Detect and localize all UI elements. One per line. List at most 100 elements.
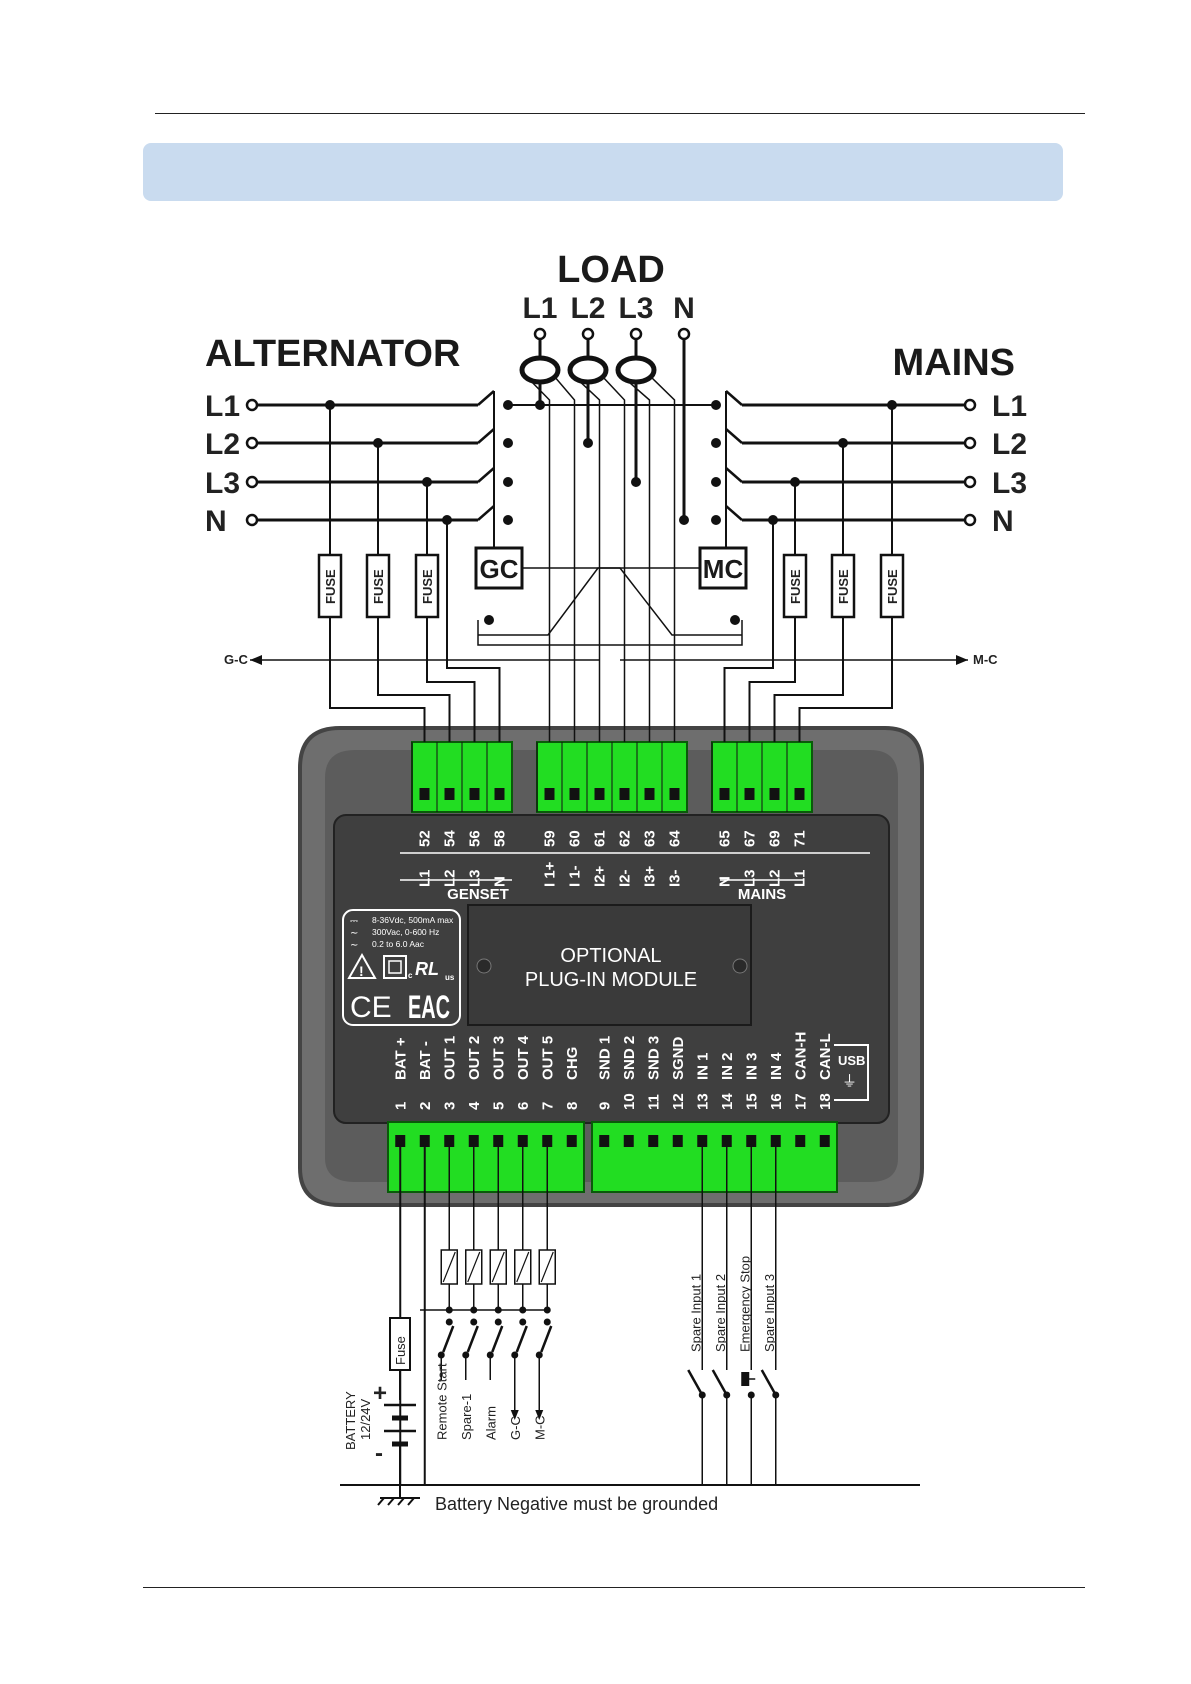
warning-triangle-icon <box>347 952 377 979</box>
alt-terminal-1 <box>245 398 259 412</box>
current-terminal-label-4: I2- <box>617 869 634 887</box>
bottom-terminal-number-17: 17 <box>792 1093 809 1110</box>
bottom-terminal-label-10: SND 2 <box>621 1036 638 1080</box>
input-label-1: Spare Input 1 <box>688 1274 703 1352</box>
mains-tap-node-2 <box>838 438 848 448</box>
bottom-terminal-number-1: 1 <box>392 1102 409 1110</box>
genset-terminal-number-1: 52 <box>417 830 434 847</box>
load-terminal-2 <box>581 327 595 341</box>
genset-terminal-number-4: 58 <box>492 830 509 847</box>
load-phase-label-4: N <box>673 292 695 325</box>
gc-aux-node <box>484 615 494 625</box>
mains-wire-N <box>723 520 774 742</box>
bottom-screw-2 <box>419 1135 430 1147</box>
bottom-terminal-label-11: SND 3 <box>645 1036 662 1080</box>
mc-arrow-icon <box>956 655 968 665</box>
bottom-terminal-label-14: IN 2 <box>719 1052 736 1080</box>
output-label-1: Remote Start <box>434 1363 449 1440</box>
genset-wire-L3 <box>426 617 476 742</box>
ct-secondary-wire-3 <box>573 375 601 742</box>
output-bus-node-1 <box>445 1306 453 1314</box>
mains-terminal-number-3: 69 <box>767 830 784 847</box>
mains-title: MAINS <box>893 342 1015 384</box>
double-insulation-icon <box>383 955 407 979</box>
gc-contact-4 <box>503 515 513 525</box>
alt-fuse-label-1: FUSE <box>323 569 338 604</box>
bottom-terminal-label-1: BAT + <box>392 1037 409 1080</box>
genset-terminal-block-screw-3 <box>469 788 480 800</box>
bottom-terminal-label-2: BAT - <box>417 1041 434 1080</box>
gc-coil-wire <box>522 567 742 636</box>
output-relay-diag-2 <box>467 1251 481 1283</box>
mc-contact-2 <box>711 438 721 448</box>
bottom-terminal-label-13: IN 1 <box>694 1052 711 1080</box>
mains-terminal-number-2: 67 <box>742 830 759 847</box>
rating-ac-voltage: 300Vac, 0-600 Hz <box>372 927 439 937</box>
output-switch-3 <box>491 1325 504 1353</box>
ce-mark: CE <box>350 991 392 1024</box>
gc-switch-blade-2 <box>477 428 495 444</box>
alt-line-label-2: L2 <box>205 428 240 461</box>
bottom-terminal-label-5: OUT 3 <box>490 1036 507 1080</box>
module-screw-right <box>732 958 748 974</box>
ac-current-symbol-icon: ∼ <box>350 940 358 951</box>
bottom-terminal-number-14: 14 <box>719 1093 736 1110</box>
current-terminal-label-3: I2+ <box>592 865 609 887</box>
ul-us-mark: us <box>445 973 455 982</box>
load-terminal-3 <box>629 327 643 341</box>
load-neutral-node <box>679 515 689 525</box>
bottom-terminal-label-7: OUT 5 <box>539 1036 556 1080</box>
mc-coil-wire <box>478 567 700 636</box>
mains-terminal-block-screw-2 <box>744 788 755 800</box>
load-terminal-1 <box>533 327 547 341</box>
mains-terminal-block-screw-3 <box>769 788 780 800</box>
genset-terminal-label-3: L3 <box>467 869 484 887</box>
current-terminal-number-3: 61 <box>592 830 609 847</box>
output-relay-diag-4 <box>516 1251 530 1283</box>
ct-secondary-wire-1 <box>525 375 551 742</box>
mains-terminal-4 <box>963 513 977 527</box>
bottom-terminal-number-13: 13 <box>694 1093 711 1110</box>
bottom-screw-3 <box>444 1135 455 1147</box>
ct-secondary-wire-6 <box>649 375 676 742</box>
bottom-terminal-number-10: 10 <box>621 1093 638 1110</box>
load-phase-label-3: L3 <box>618 292 653 325</box>
alt-terminal-4 <box>245 513 259 527</box>
ground-icon <box>377 1497 420 1506</box>
bottom-terminal-label-17: CAN-H <box>792 1032 809 1080</box>
current-transformer-3 <box>615 355 657 385</box>
genset-terminal-label-2: L2 <box>442 869 459 887</box>
genset-wire-L2 <box>377 617 451 742</box>
current-transformer-2 <box>567 355 609 385</box>
output-label-4: G-C <box>508 1416 523 1440</box>
module-title: OPTIONAL <box>560 945 661 967</box>
input-switch-2 <box>711 1369 728 1396</box>
alt-line-label-1: L1 <box>205 390 240 423</box>
rating-ac-current: 0.2 to 6.0 Aac <box>372 939 425 949</box>
header-rule <box>155 113 1085 114</box>
bottom-block-left <box>387 1121 585 1193</box>
current-terminal-number-6: 64 <box>667 830 684 847</box>
genset-terminal-label-4: N <box>492 876 509 887</box>
bottom-terminal-number-9: 9 <box>596 1102 613 1110</box>
battery-minus: - <box>375 1440 383 1467</box>
mains-tap-node-3 <box>887 400 897 410</box>
coil-common-wire <box>477 620 743 646</box>
bottom-screw-11 <box>648 1135 659 1147</box>
mc-label: MC <box>703 554 744 584</box>
bottom-screw-4 <box>468 1135 479 1147</box>
genset-n-node <box>442 515 452 525</box>
gc-box <box>474 546 524 590</box>
mains-terminal-label-3: L2 <box>767 869 784 887</box>
mains-wire-L1 <box>798 617 893 742</box>
input-switch-1 <box>687 1369 704 1396</box>
battery-plus: + <box>373 1380 387 1407</box>
alt-fuse-label-3: FUSE <box>420 569 435 604</box>
load-node-3 <box>631 477 641 487</box>
output-relay-diag-5 <box>540 1251 554 1283</box>
double-insulation-inner-icon <box>388 960 402 974</box>
bottom-terminal-label-12: SGND <box>670 1036 687 1080</box>
ct-secondary-wire-2 <box>553 375 576 742</box>
output-label-3: Alarm <box>483 1406 498 1440</box>
